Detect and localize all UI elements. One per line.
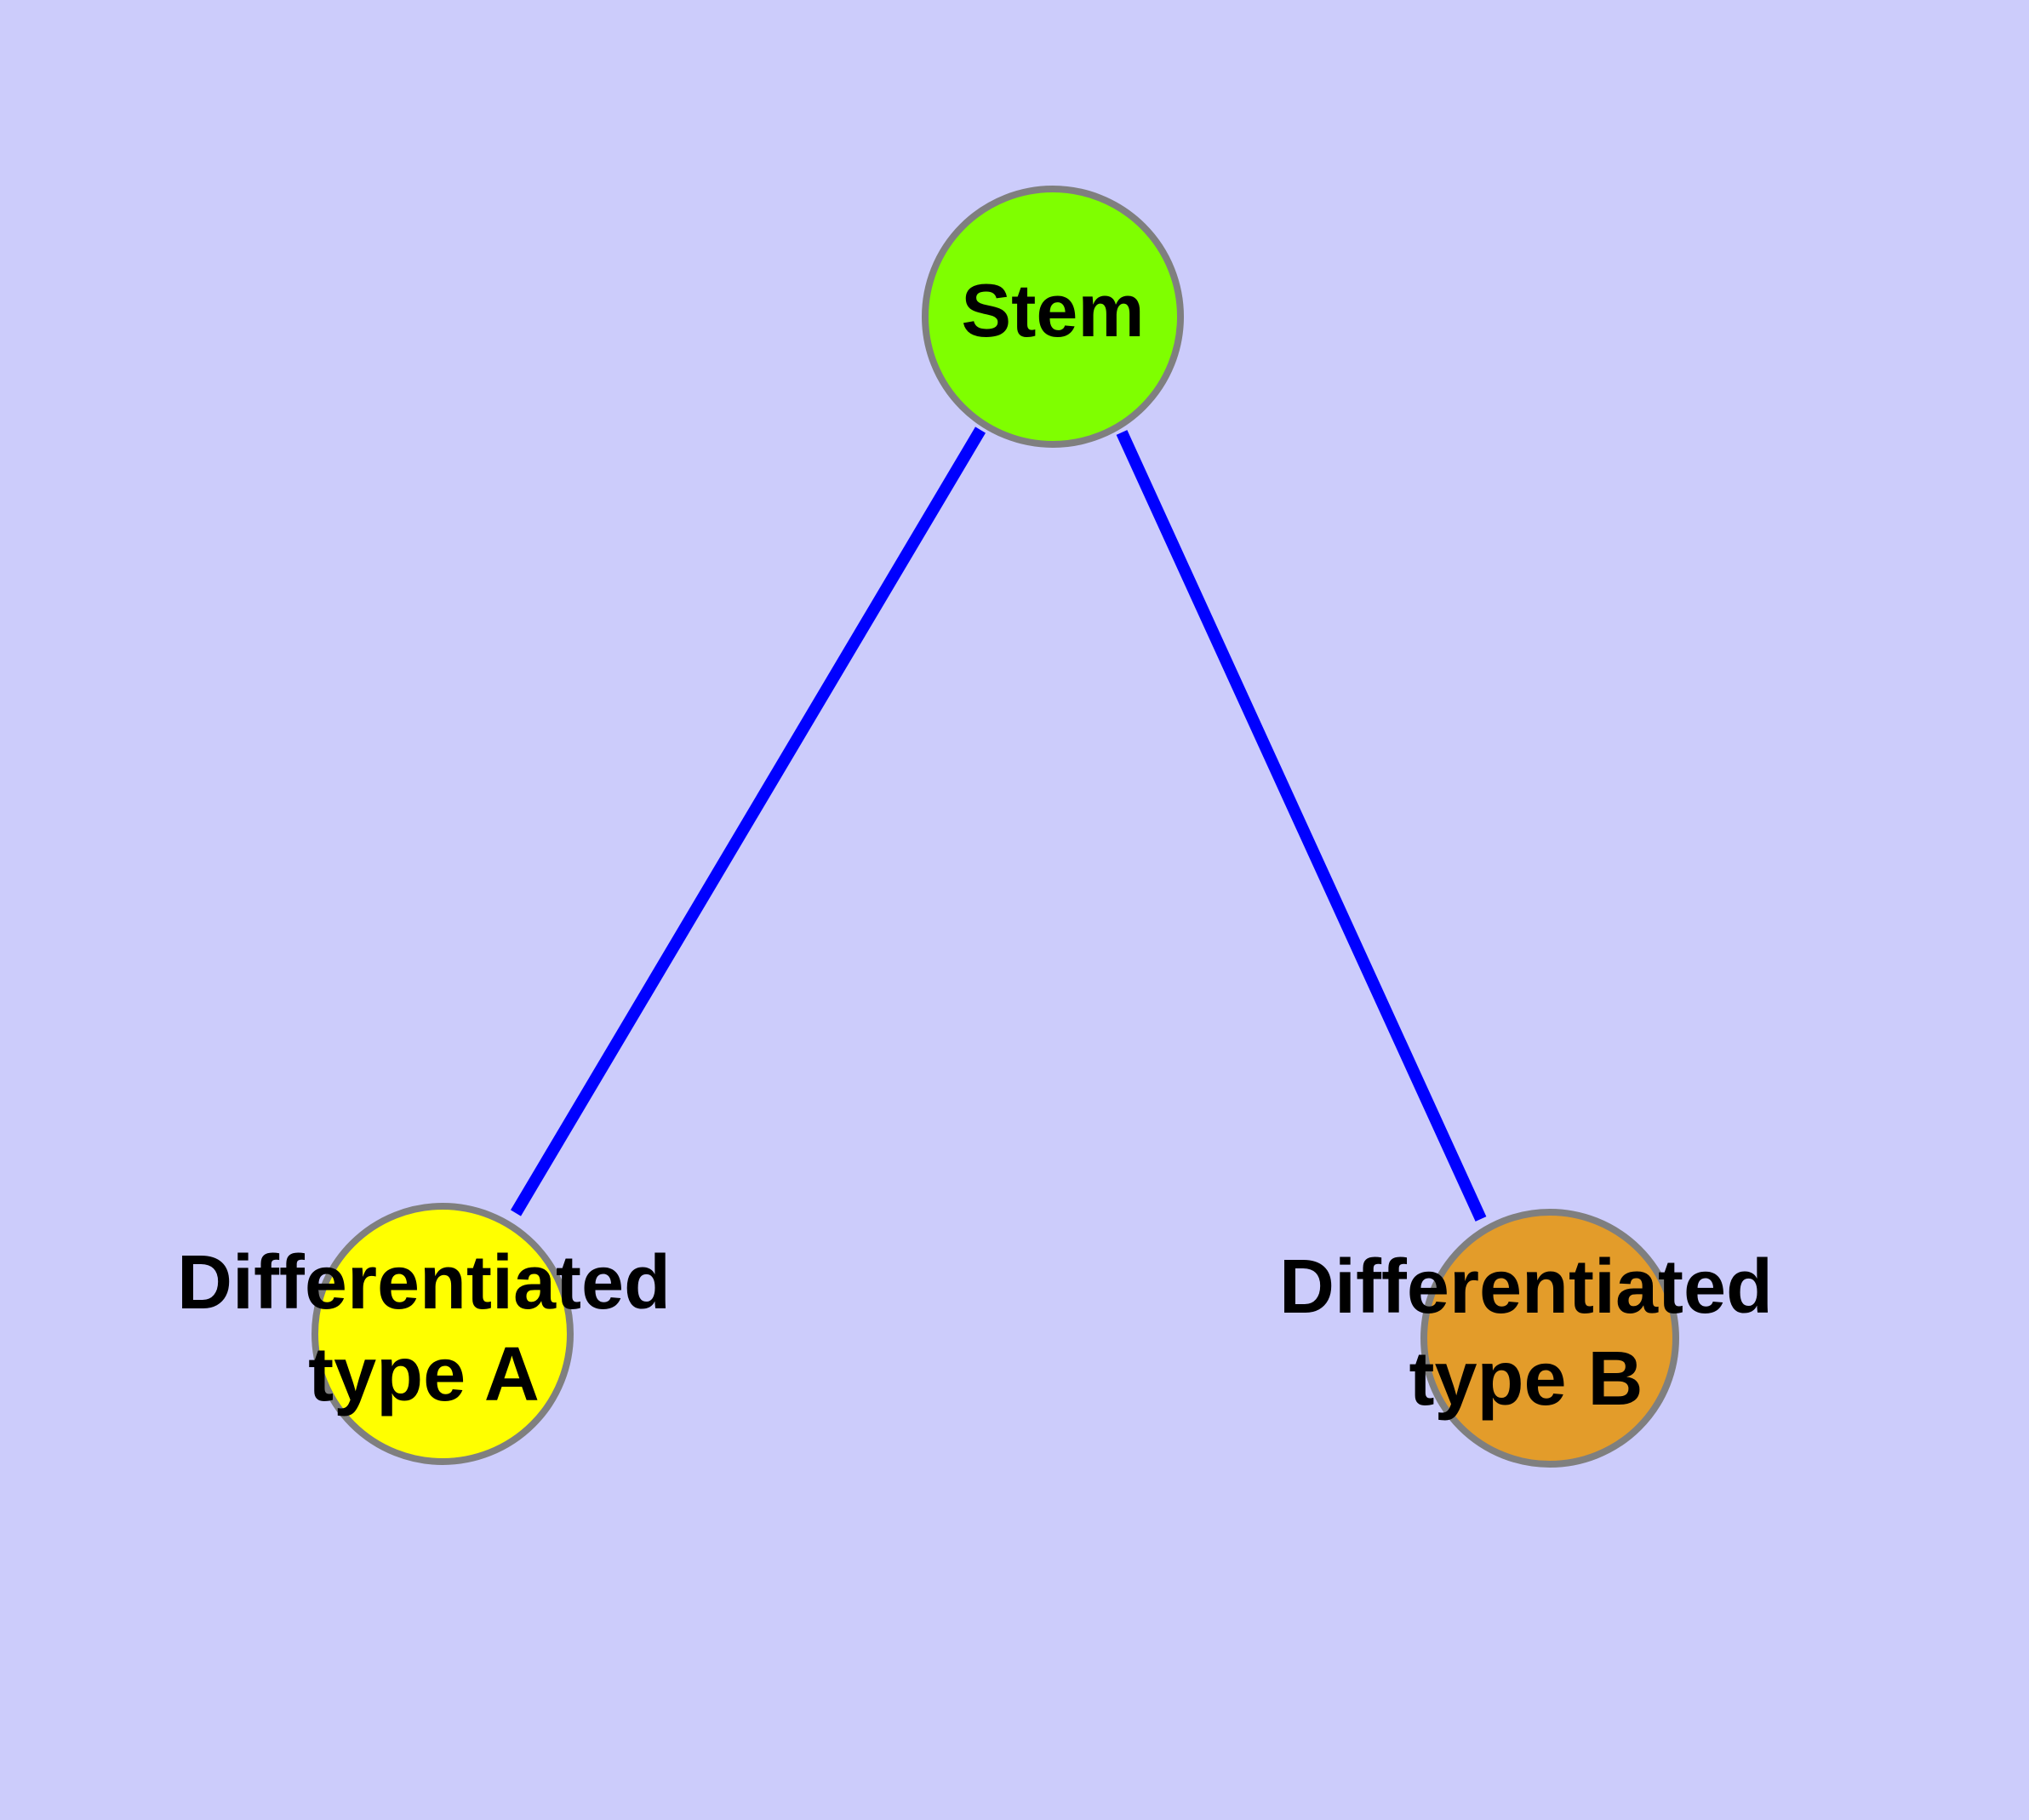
node-label-line: Differentiated: [177, 1240, 671, 1325]
node-label-line: type A: [308, 1332, 540, 1417]
node-circle-stem[interactable]: [922, 186, 1184, 448]
node-label-stem: Stem: [961, 268, 1144, 352]
node-label-line: Differentiated: [1279, 1245, 1773, 1330]
node-circle-diff-a[interactable]: [311, 1203, 574, 1465]
node-circle-diff-b[interactable]: [1420, 1209, 1679, 1468]
edge-stem-to-diff-b: [1116, 430, 1487, 1222]
node-stem[interactable]: Stem: [922, 186, 1184, 448]
edge-stem-to-diff-a: [510, 426, 986, 1216]
node-label-line: Stem: [961, 268, 1144, 352]
node-label-line: type B: [1409, 1336, 1643, 1422]
edges-group: [510, 426, 1487, 1222]
